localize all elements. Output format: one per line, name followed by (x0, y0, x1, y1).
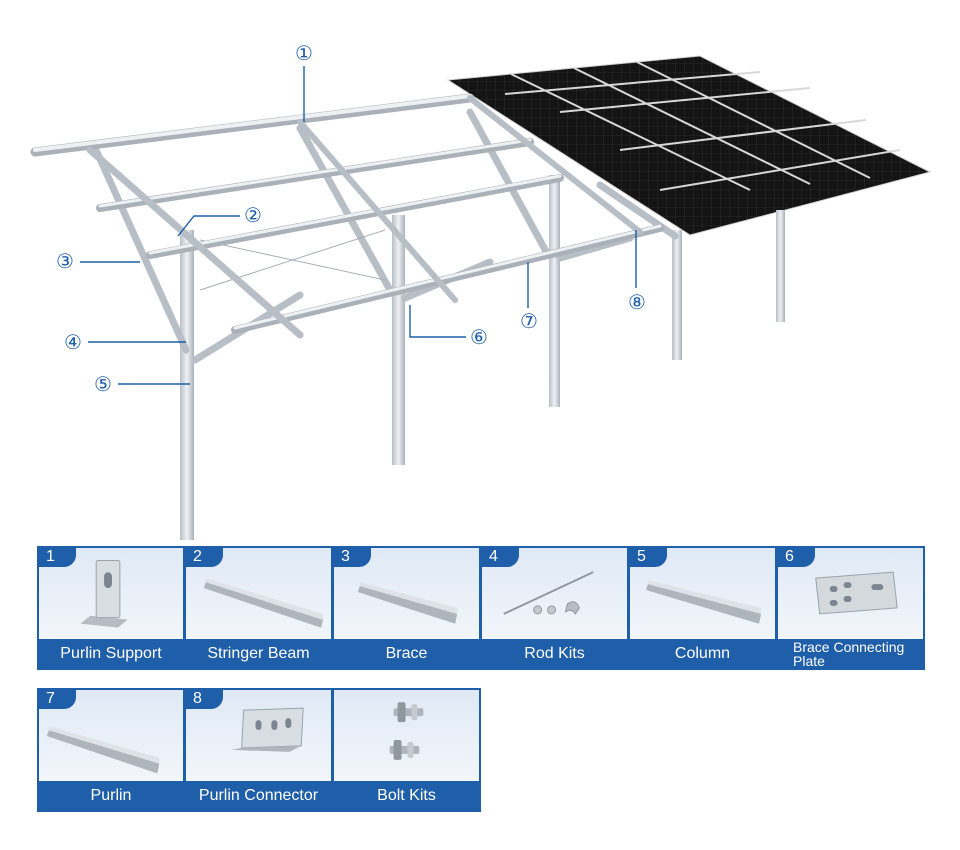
part-card-purlin-support: 1 Purlin Support (37, 546, 185, 670)
callout-7: ⑦ (520, 309, 538, 333)
parts-row-bottom: 7 Purlin 8 Purlin Connector (37, 688, 481, 812)
part-name: Column (674, 644, 731, 662)
part-number: 2 (185, 547, 223, 567)
part-number: 7 (38, 689, 76, 709)
part-card-column: 5 Column (629, 546, 777, 670)
part-number: 6 (777, 547, 815, 567)
part-card-brace-connecting-plate: 6 Brace Connecting Plate (777, 546, 925, 670)
part-name: Brace (385, 644, 428, 662)
part-name: Purlin Connector (198, 786, 319, 804)
bolt-kits-icon (334, 690, 479, 781)
svg-text:②: ② (244, 203, 262, 227)
columns (180, 175, 785, 540)
rod-kits (199, 229, 386, 291)
brace-icon (334, 548, 479, 639)
part-number: 5 (629, 547, 667, 567)
svg-text:⑦: ⑦ (520, 309, 538, 333)
solar-mounting-structure-illustration: ① ② ③ ④ ⑤ ⑥ ⑦ ⑧ (30, 41, 932, 540)
svg-text:④: ④ (64, 330, 82, 354)
part-name: Purlin (90, 786, 132, 804)
part-card-purlin: 7 Purlin (37, 688, 185, 812)
part-name: Stringer Beam (207, 644, 310, 662)
part-card-bolt-kits: Bolt Kits (333, 688, 481, 812)
svg-text:①: ① (295, 41, 313, 65)
part-number: 3 (333, 547, 371, 567)
part-card-rod-kits: 4 Rod Kits (481, 546, 629, 670)
part-number: 4 (481, 547, 519, 567)
purlin-icon (39, 690, 183, 781)
callout-3: ③ (56, 249, 74, 273)
callout-5: ⑤ (94, 372, 112, 396)
callout-8: ⑧ (628, 290, 646, 314)
column-icon (630, 548, 775, 639)
callout-1: ① (295, 41, 313, 65)
part-card-stringer-beam: 2 Stringer Beam (185, 546, 333, 670)
callout-4: ④ (64, 330, 82, 354)
callout-2: ② (244, 203, 262, 227)
part-number: 1 (38, 547, 76, 567)
callout-6: ⑥ (470, 325, 488, 349)
svg-text:⑥: ⑥ (470, 325, 488, 349)
svg-text:⑧: ⑧ (628, 290, 646, 314)
parts-row-top: 1 Purlin Support 2 Stringer Beam 3 (37, 546, 925, 670)
part-card-purlin-connector: 8 Purlin Connector (185, 688, 333, 812)
part-name: Purlin Support (60, 644, 162, 662)
part-name-line2: Plate (793, 652, 825, 669)
svg-text:③: ③ (56, 249, 74, 273)
part-name: Rod Kits (524, 644, 585, 662)
beams (30, 93, 664, 339)
part-number: 8 (185, 689, 223, 709)
svg-text:⑤: ⑤ (94, 372, 112, 396)
solar-panel-array (446, 55, 932, 236)
callout-leaders (80, 66, 637, 385)
part-name: Brace Connecting Plate (777, 638, 924, 669)
part-name-line1: Brace Connecting (793, 638, 905, 655)
part-card-brace: 3 Brace (333, 546, 481, 670)
part-name: Bolt Kits (377, 786, 436, 804)
